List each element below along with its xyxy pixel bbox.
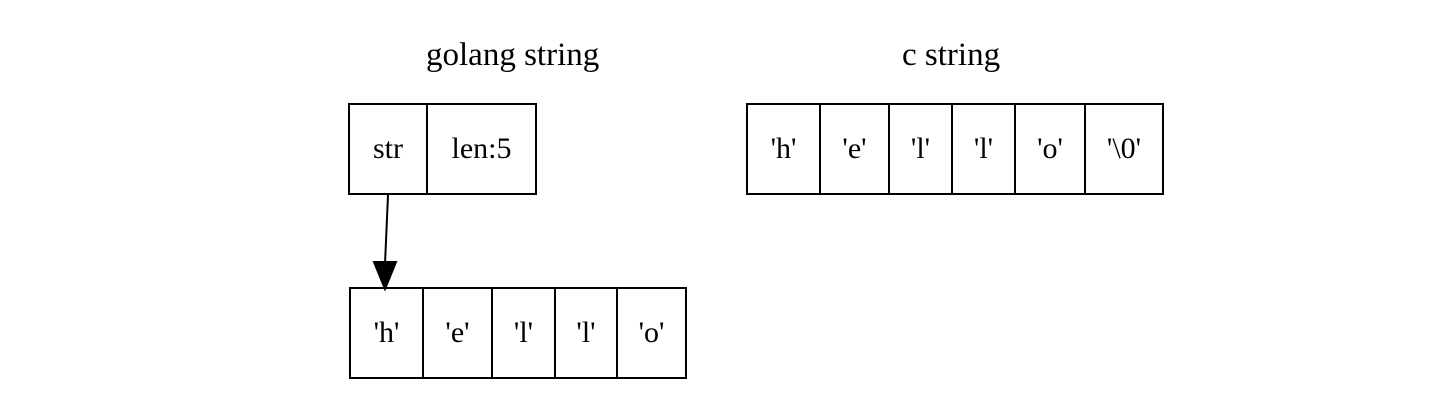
c-string-title: c string bbox=[902, 37, 1001, 73]
c-byte-cell: 'l' bbox=[888, 105, 951, 193]
len-field: len:5 bbox=[426, 105, 535, 193]
c-byte-cell: 'o' bbox=[1014, 105, 1084, 193]
c-byte-array: 'h' 'e' 'l' 'l' 'o' '\0' bbox=[746, 103, 1164, 195]
golang-byte-cell: 'h' bbox=[373, 316, 400, 349]
c-null-terminator-cell: '\0' bbox=[1084, 105, 1162, 193]
pointer-arrowhead-icon bbox=[372, 261, 398, 292]
golang-byte-cell: 'o' bbox=[616, 289, 685, 377]
c-byte-cell: 'l' bbox=[951, 105, 1014, 193]
c-byte-cell: 'e' bbox=[819, 105, 888, 193]
golang-byte-cell: 'l' bbox=[554, 289, 616, 377]
pointer-arrow-line bbox=[384, 194, 389, 265]
golang-byte-cell: 'l' bbox=[491, 289, 554, 377]
str-pointer-field: str bbox=[373, 132, 403, 165]
c-byte-cell: 'h' bbox=[770, 132, 797, 165]
golang-string-header: str len:5 bbox=[348, 103, 537, 195]
golang-string-title: golang string bbox=[426, 37, 600, 73]
golang-byte-array: 'h' 'e' 'l' 'l' 'o' bbox=[349, 287, 687, 379]
golang-byte-cell: 'e' bbox=[422, 289, 491, 377]
